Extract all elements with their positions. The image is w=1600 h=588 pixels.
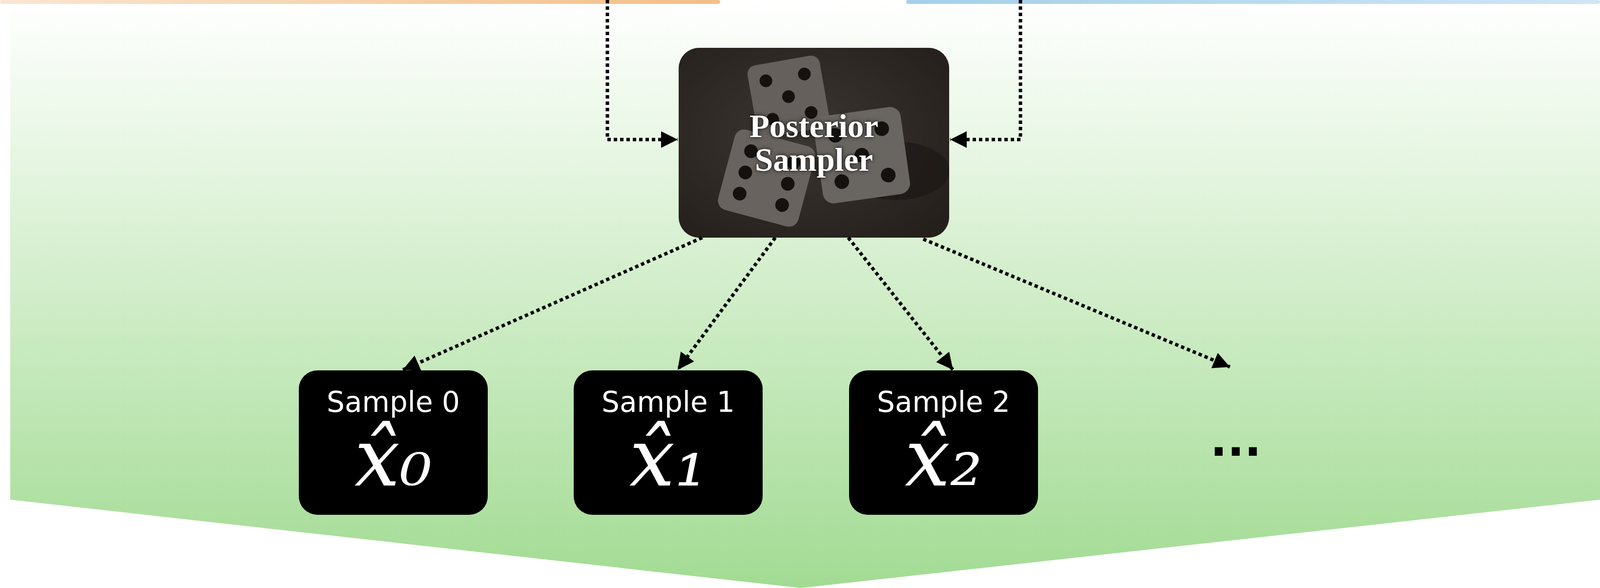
sample-label: Sample 1 — [601, 387, 735, 419]
ellipsis-label: ... — [1210, 418, 1262, 464]
top-bar-blue — [906, 0, 1600, 4]
sampler-box: Posterior Sampler — [678, 47, 950, 238]
top-bar-orange — [0, 0, 721, 4]
sample-symbol: x̂₀ — [354, 417, 433, 499]
sample-label: Sample 0 — [326, 387, 460, 419]
sample-arrow — [848, 237, 953, 371]
green-band — [10, 0, 1600, 588]
sample-symbol: x̂₂ — [904, 417, 983, 499]
input-arrow — [950, 0, 1021, 140]
sample-box: Sample 1x̂₁ — [573, 370, 763, 516]
sample-arrow — [402, 237, 703, 371]
sample-box: Sample 2x̂₂ — [849, 370, 1039, 516]
dice-illustration — [678, 47, 950, 238]
sample-arrow — [677, 237, 776, 371]
more-samples-arrow — [923, 239, 1230, 368]
sample-box: Sample 0x̂₀ — [298, 370, 488, 516]
sample-symbol: x̂₁ — [629, 417, 707, 499]
sample-label: Sample 2 — [876, 387, 1011, 419]
input-arrow — [607, 0, 678, 140]
sampler-title: Posterior Sampler — [716, 109, 912, 177]
